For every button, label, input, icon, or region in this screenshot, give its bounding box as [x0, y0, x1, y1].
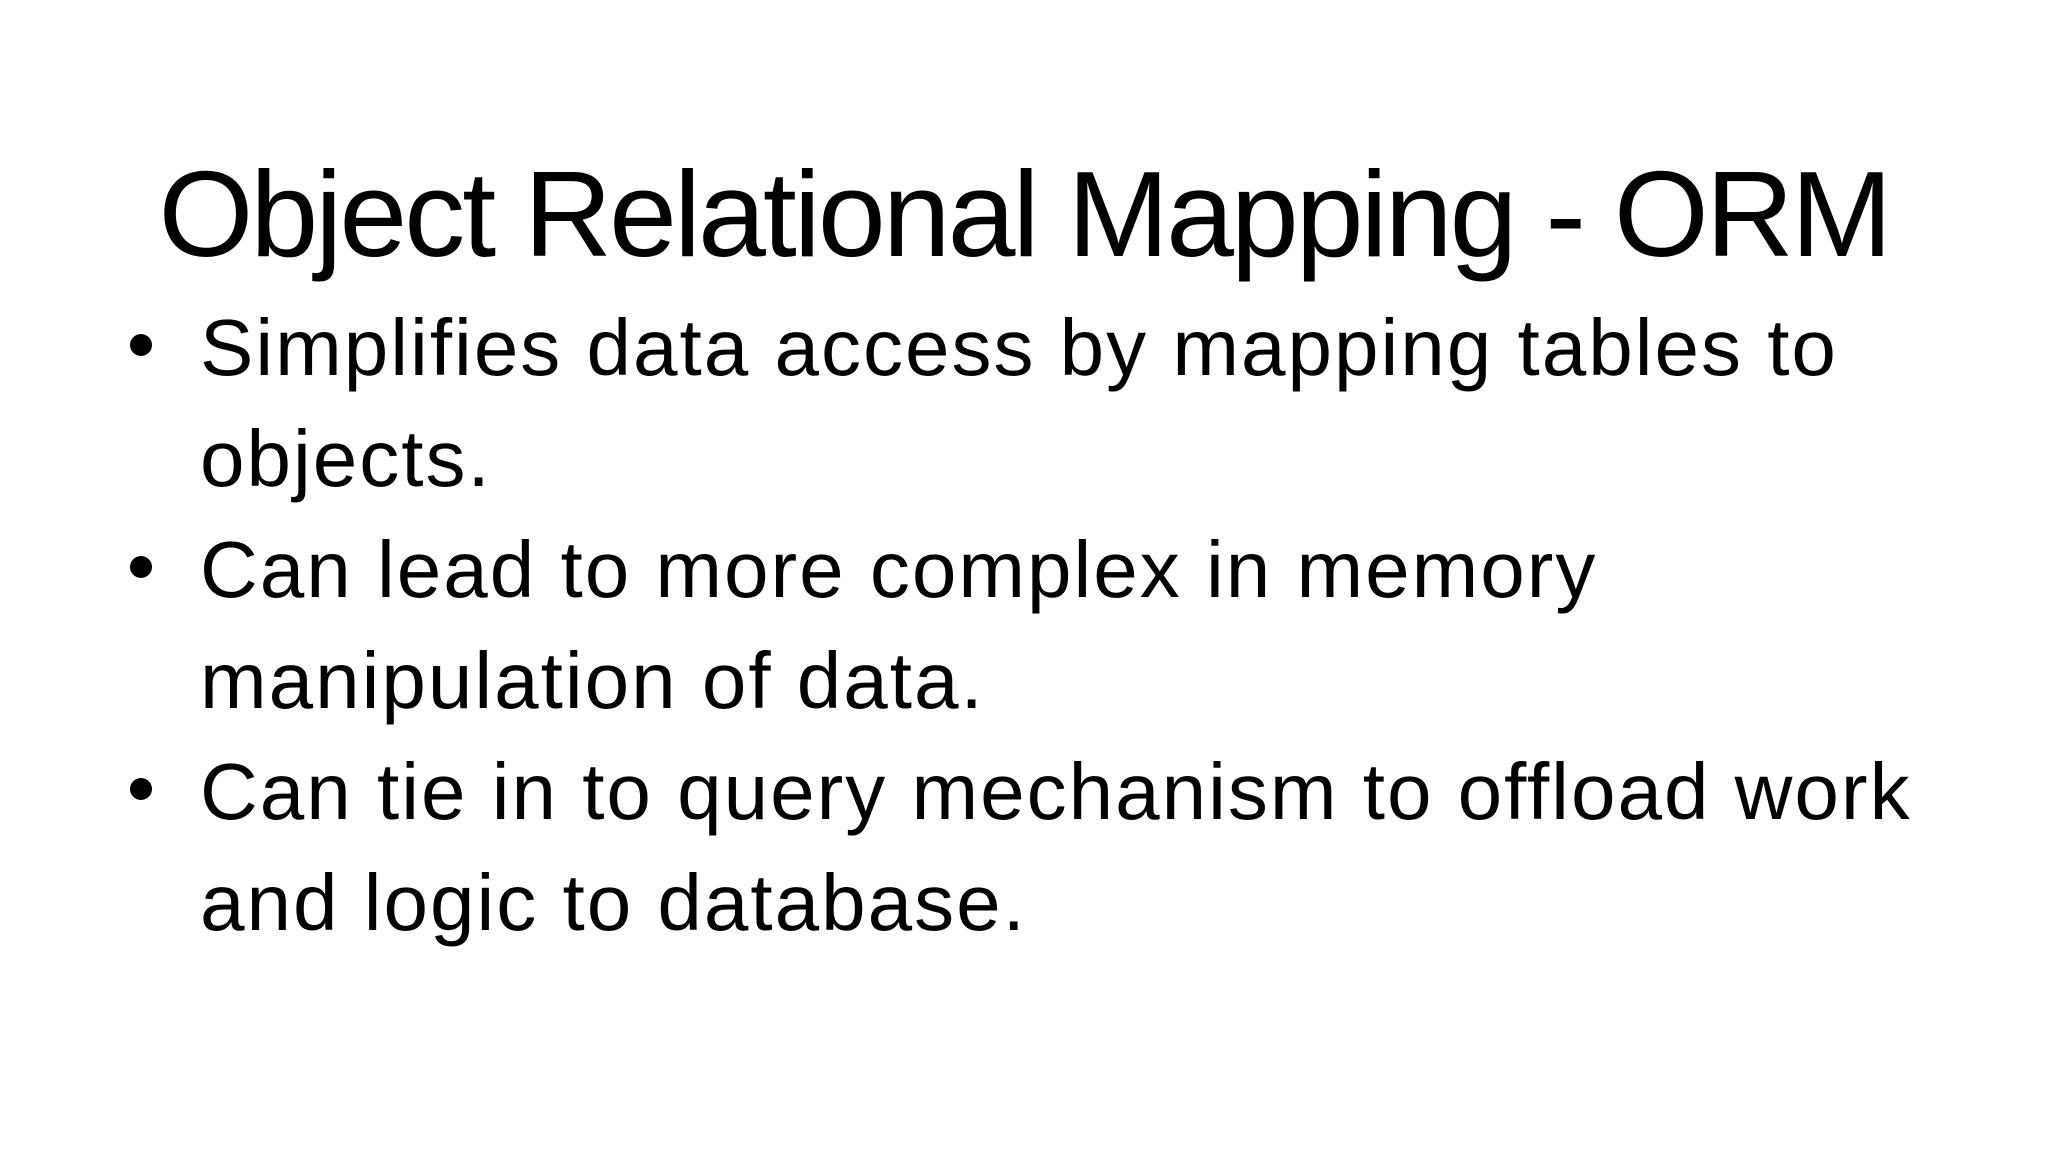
bullet-list: Simplifies data access by mapping tables…: [130, 292, 1970, 958]
bullet-marker: [130, 778, 152, 800]
bullet-line: objects.: [200, 414, 492, 503]
bullet-item: Can lead to more complex in memory manip…: [130, 514, 1970, 736]
bullet-marker: [130, 334, 152, 356]
bullet-text: Simplifies data access by mapping tables…: [200, 292, 1838, 514]
bullet-marker: [130, 556, 152, 578]
bullet-item: Can tie in to query mechanism to offload…: [130, 736, 1970, 958]
bullet-text: Can lead to more complex in memory manip…: [200, 514, 1597, 736]
bullet-line: Can lead to more complex in memory: [200, 525, 1598, 614]
slide-title: Object Relational Mapping - ORM: [158, 145, 1893, 282]
bullet-text: Can tie in to query mechanism to offload…: [200, 736, 1912, 958]
bullet-line: manipulation of data.: [200, 636, 985, 725]
bullet-line: Can tie in to query mechanism to offload…: [200, 747, 1912, 836]
bullet-line: and logic to database.: [200, 858, 1027, 947]
bullet-item: Simplifies data access by mapping tables…: [130, 292, 1970, 514]
bullet-line: Simplifies data access by mapping tables…: [200, 303, 1838, 392]
